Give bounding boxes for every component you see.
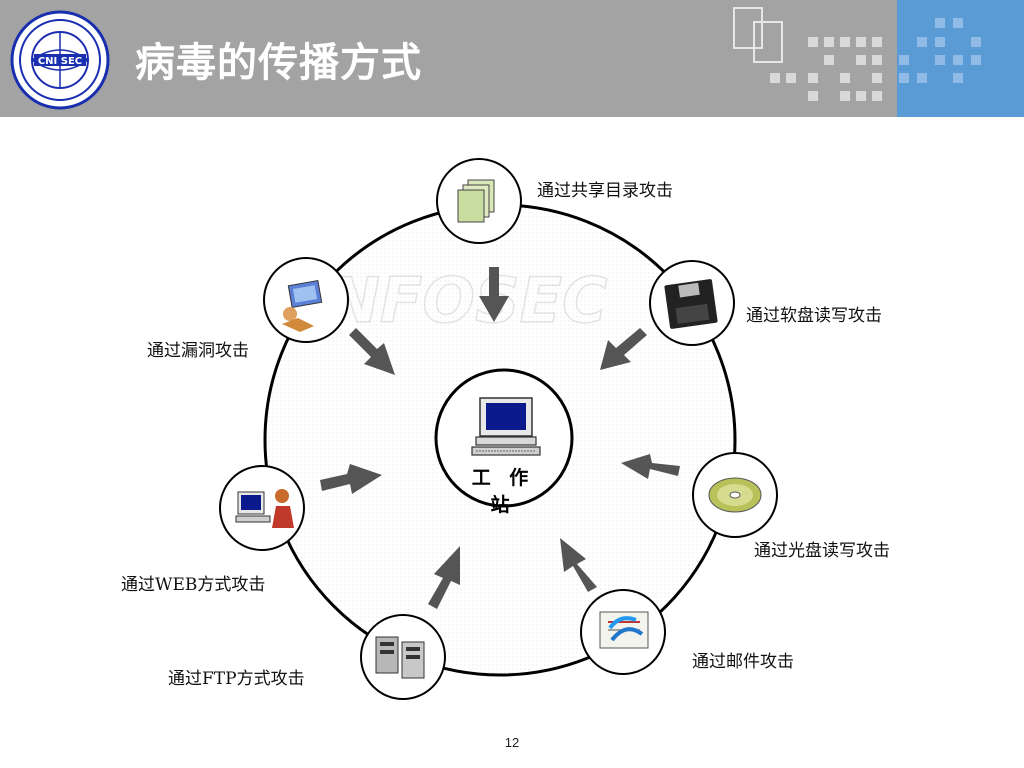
slide-header: CNI SEC 病毒的传播方式 [0, 0, 1024, 117]
node-web [219, 465, 305, 551]
cd-disc-icon [708, 477, 762, 513]
workstation-icon [471, 397, 541, 456]
header-blue-block [897, 0, 1024, 117]
header-decoration [733, 7, 882, 101]
arrow-from-floppy [600, 328, 647, 370]
label-ftp: 通过FTP方式攻击 [168, 669, 305, 689]
blue-block-pattern [899, 18, 981, 83]
node-ftp [360, 614, 446, 700]
virus-propagation-diagram: INFOSEC [219, 158, 778, 700]
label-floppy: 通过软盘读写攻击 [746, 306, 882, 326]
page-number: 12 [504, 735, 520, 750]
arrow-from-email [560, 538, 597, 592]
arrow-from-web [320, 464, 382, 494]
arrow-from-shared-dir [479, 267, 509, 322]
label-shared-dir: 通过共享目录攻击 [537, 181, 673, 201]
web-user-icon [235, 489, 294, 528]
infosec-watermark: INFOSEC [304, 263, 608, 338]
node-vuln [263, 257, 349, 343]
email-icon [599, 611, 649, 649]
document-stack-icon [457, 179, 495, 223]
node-email [580, 589, 666, 675]
arrows [320, 267, 680, 609]
node-cdrom [692, 452, 778, 538]
cnisec-logo: CNI SEC [10, 10, 110, 110]
label-cdrom: 通过光盘读写攻击 [754, 541, 890, 561]
page-title: 病毒的传播方式 [135, 40, 422, 86]
node-shared-dir [436, 158, 522, 244]
label-email: 通过邮件攻击 [692, 652, 794, 672]
floppy-disk-icon [664, 279, 718, 329]
label-vuln: 通过漏洞攻击 [147, 341, 249, 361]
workstation-label: 工 作 站 [471, 467, 535, 516]
label-web: 通过WEB方式攻击 [121, 575, 266, 595]
server-icon [375, 636, 425, 679]
arrow-from-vuln [349, 328, 395, 375]
arrow-from-cdrom [621, 454, 680, 479]
node-floppy [649, 260, 735, 346]
arrow-from-ftp [428, 546, 460, 609]
svg-text:CNI SEC: CNI SEC [38, 56, 82, 67]
hacker-icon [282, 279, 323, 332]
svg-text:INFOSEC: INFOSEC [305, 264, 608, 337]
